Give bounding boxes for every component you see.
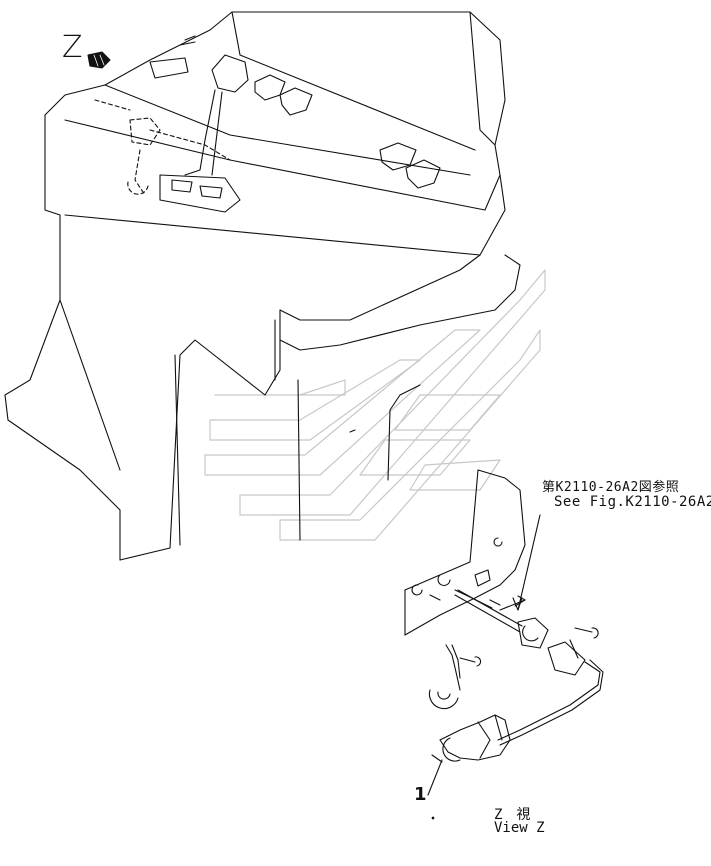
ground-strap: [428, 644, 461, 710]
lighter-plug: [431, 714, 511, 763]
harness-connectors: [149, 35, 441, 189]
wire-harness: [159, 54, 249, 213]
komatsu-logo-watermark: [204, 269, 546, 541]
view-direction-arrow: [87, 51, 111, 69]
part-number-label: 1: [414, 784, 427, 805]
view-caption-dot: [431, 816, 435, 820]
hidden-fastener: [94, 99, 231, 196]
cable-socket: [454, 589, 604, 746]
view-caption-en: View Z: [494, 820, 545, 836]
reference-label-jp: 第K2110-26A2図参照: [542, 480, 680, 495]
console-body: [4, 11, 521, 561]
view-letter-label: Z: [62, 30, 83, 65]
reference-leader-line: [517, 514, 541, 611]
view-caption-jp: Z 視: [494, 807, 531, 823]
part-leader-line: [427, 759, 443, 796]
bracket-assembly: [404, 469, 526, 636]
reference-label-en: See Fig.K2110-26A2: [554, 494, 711, 510]
reference-arrowhead: [512, 597, 523, 611]
